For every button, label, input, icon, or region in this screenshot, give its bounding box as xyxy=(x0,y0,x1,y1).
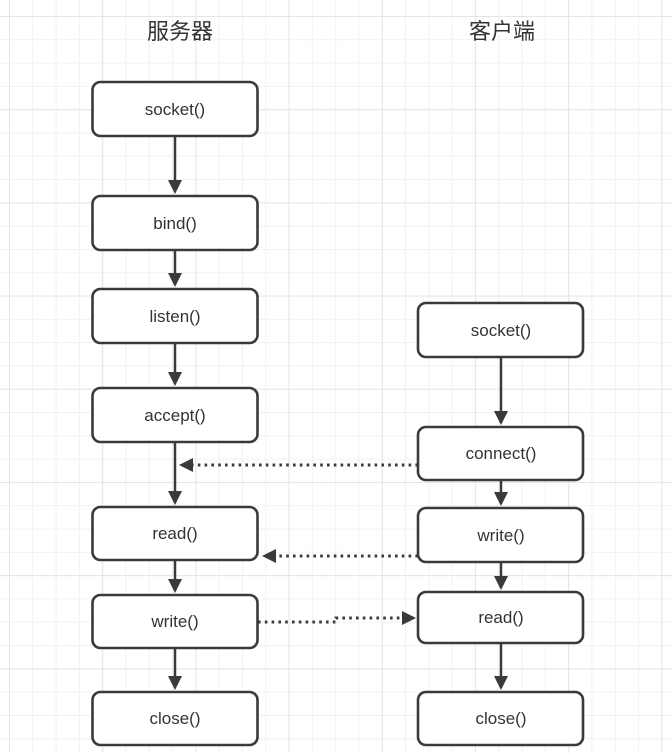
node-server-listen: listen() xyxy=(91,287,259,345)
node-server-write-label: write() xyxy=(150,612,198,631)
node-server-read-label: read() xyxy=(152,524,197,543)
node-client-connect-label: connect() xyxy=(466,444,537,463)
node-server-accept-label: accept() xyxy=(144,406,205,425)
server-column-title: 服务器 xyxy=(147,19,213,44)
dotted-arrow-server-write-to-client-read xyxy=(258,611,416,625)
node-server-socket-label: socket() xyxy=(145,100,205,119)
client-column-title: 客户端 xyxy=(469,19,535,44)
node-server-close-label: close() xyxy=(149,709,200,728)
node-server-bind: bind() xyxy=(91,194,259,252)
node-client-write-label: write() xyxy=(476,526,524,545)
node-server-read: read() xyxy=(91,505,259,562)
node-server-socket: socket() xyxy=(91,80,259,138)
server-column: socket() bind() listen() accept() read()… xyxy=(91,80,259,747)
client-column: socket() connect() write() read() close(… xyxy=(416,301,585,747)
node-server-write: write() xyxy=(91,593,259,650)
node-client-write: write() xyxy=(416,506,585,564)
node-client-socket-label: socket() xyxy=(471,321,531,340)
node-client-read-label: read() xyxy=(478,608,523,627)
node-client-connect: connect() xyxy=(416,425,585,482)
node-client-close: close() xyxy=(416,690,585,747)
node-client-close-label: close() xyxy=(475,709,526,728)
node-client-close-box xyxy=(416,690,585,747)
node-server-listen-label: listen() xyxy=(149,307,200,326)
node-server-accept: accept() xyxy=(91,386,259,444)
node-server-bind-label: bind() xyxy=(153,214,196,233)
node-client-socket: socket() xyxy=(416,301,585,359)
node-client-read: read() xyxy=(416,590,585,645)
node-server-close-box xyxy=(91,690,259,747)
node-server-close: close() xyxy=(91,690,259,747)
